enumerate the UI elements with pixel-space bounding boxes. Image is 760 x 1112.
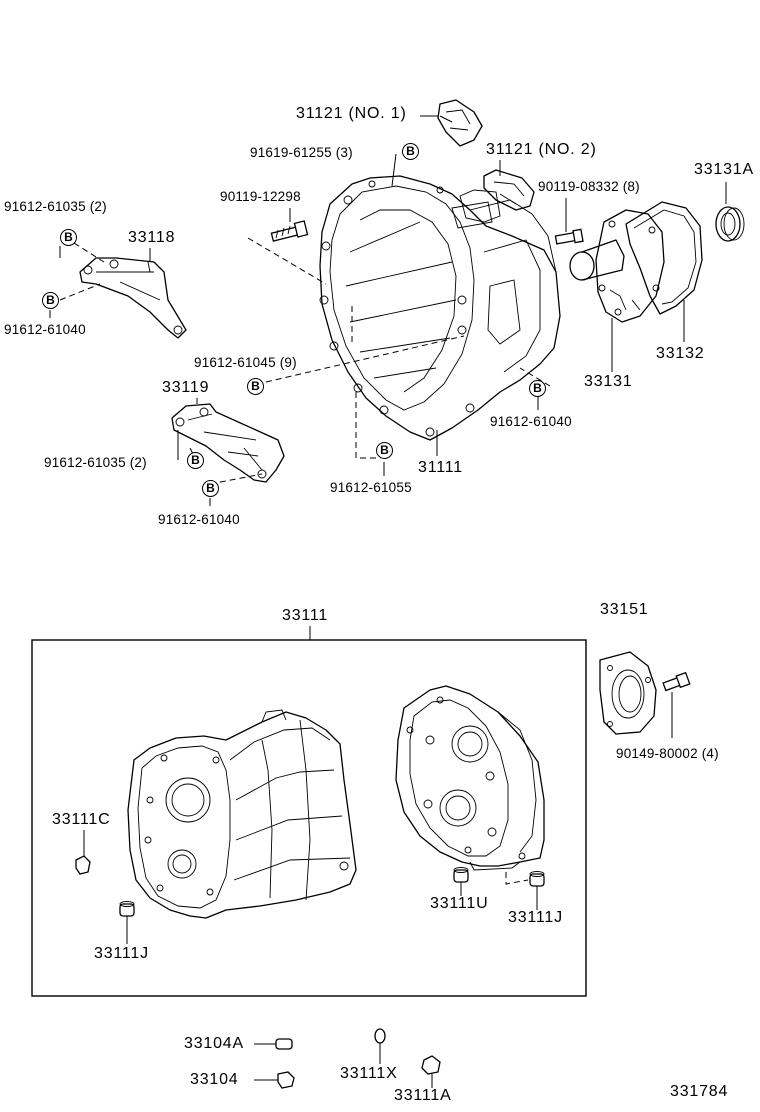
part-33111A [421, 1055, 441, 1088]
seal-33131A [715, 206, 745, 242]
label-33111J-left[interactable]: 33111J [94, 945, 149, 962]
bracket-33119 [171, 403, 285, 483]
label-33151[interactable]: 33151 [600, 601, 649, 618]
group-frame-33111 [31, 626, 587, 997]
bolt-90119-12298 [270, 220, 309, 242]
label-90119-12298[interactable]: 90119-12298 [220, 189, 301, 204]
b-marker-91612-61035-b: B [187, 452, 204, 469]
housing-31111 [319, 175, 561, 441]
diagram-id: 331784 [670, 1083, 729, 1100]
label-33111X[interactable]: 33111X [340, 1065, 398, 1082]
label-90119-08332[interactable]: 90119-08332 (8) [538, 179, 640, 194]
label-33111[interactable]: 33111 [282, 607, 329, 624]
label-91612-61040-a[interactable]: 91612-61040 [4, 322, 86, 337]
b-marker-91612-61035-a: B [60, 229, 77, 246]
label-33111J-right[interactable]: 33111J [508, 909, 563, 926]
part-31121-no2 [483, 169, 535, 211]
pin-33111J-right [505, 871, 545, 910]
label-91612-61045[interactable]: 91612-61045 (9) [194, 355, 297, 370]
cover-33151 [599, 651, 657, 735]
case-33111-right [395, 685, 545, 871]
pin-33111U [453, 867, 469, 896]
label-31111[interactable]: 31111 [418, 459, 463, 476]
retainer-33131 [569, 209, 665, 323]
label-33119[interactable]: 33119 [162, 379, 210, 396]
label-91612-61040-c[interactable]: 91612-61040 [158, 512, 240, 527]
b-marker-91619-61255: B [402, 143, 419, 160]
bracket-33118 [79, 257, 187, 339]
pin-33111J-left [119, 901, 135, 944]
label-33111C[interactable]: 33111C [52, 811, 111, 828]
label-91612-61040-b[interactable]: 91612-61040 [490, 414, 572, 429]
b-marker-91612-61040-b: B [529, 380, 546, 397]
bolt-90149-80002 [662, 671, 691, 738]
part-33111X [374, 1028, 386, 1064]
label-33111A[interactable]: 33111A [394, 1087, 452, 1104]
label-33104A[interactable]: 33104A [184, 1035, 244, 1052]
gasket-33132 [625, 201, 703, 315]
label-91612-61035-b[interactable]: 91612-61035 (2) [44, 455, 147, 470]
label-33104[interactable]: 33104 [190, 1071, 239, 1088]
label-33118[interactable]: 33118 [128, 229, 176, 246]
label-90149-80002[interactable]: 90149-80002 (4) [616, 746, 719, 761]
part-33104A [254, 1038, 293, 1050]
b-marker-91612-61040-c: B [202, 480, 219, 497]
b-marker-91612-61055: B [376, 442, 393, 459]
bolt-90119-08332 [554, 228, 584, 245]
part-31121-no1 [437, 99, 483, 147]
label-91619-61255[interactable]: 91619-61255 (3) [250, 145, 353, 160]
part-33104 [254, 1071, 295, 1089]
label-91612-61035-a[interactable]: 91612-61035 (2) [4, 199, 107, 214]
label-91612-61055[interactable]: 91612-61055 [330, 480, 412, 495]
pin-33111C [75, 830, 91, 875]
label-33131A[interactable]: 33131A [694, 161, 754, 178]
label-33132[interactable]: 33132 [656, 345, 705, 362]
case-33111-left [127, 709, 357, 919]
b-marker-91612-61040-a: B [42, 292, 59, 309]
label-33111U[interactable]: 33111U [430, 895, 489, 912]
label-31121-no1[interactable]: 31121 (NO. 1) [296, 105, 407, 122]
b-marker-91612-61045: B [247, 378, 264, 395]
label-31121-no2[interactable]: 31121 (NO. 2) [486, 141, 597, 158]
label-33131[interactable]: 33131 [584, 373, 633, 390]
